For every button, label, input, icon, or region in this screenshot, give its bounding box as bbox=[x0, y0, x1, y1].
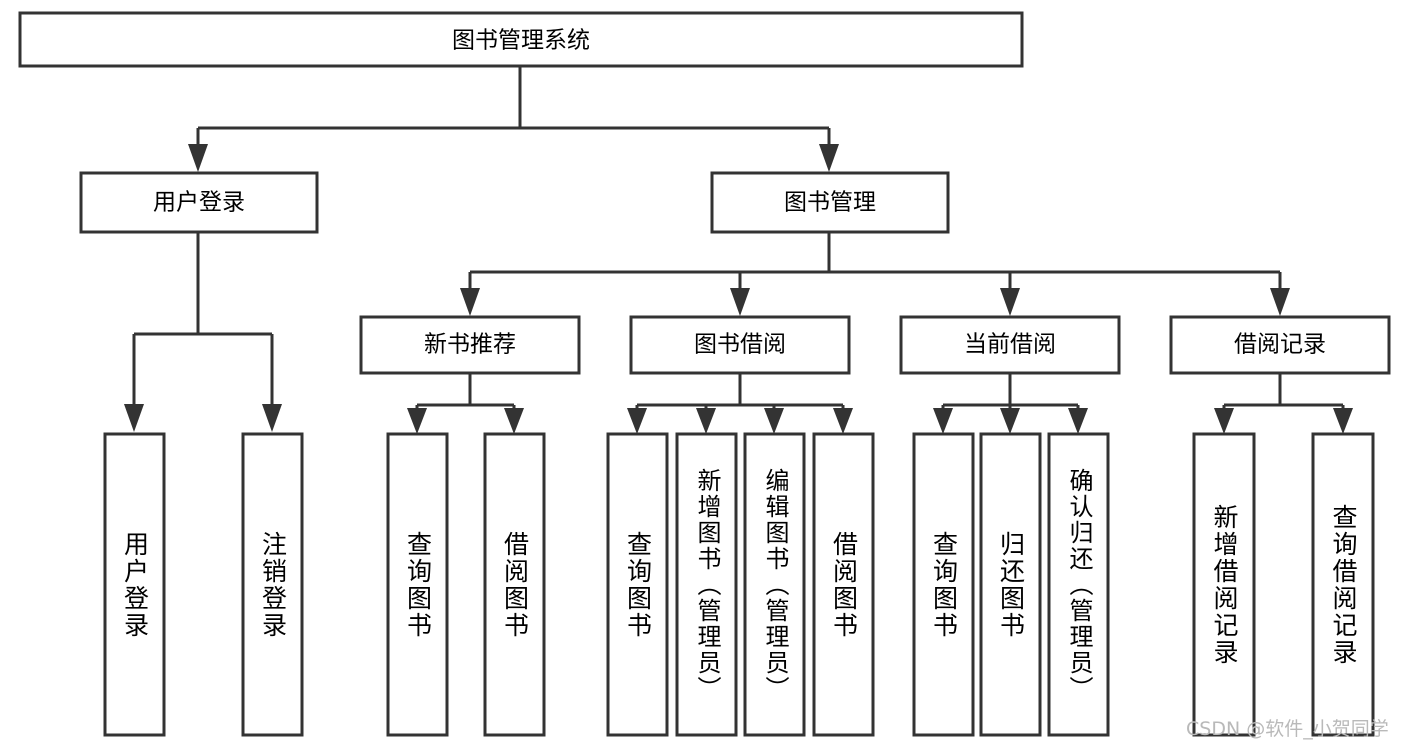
arrow-record-to-leaf2 bbox=[1333, 408, 1353, 434]
arrow-bookmgmt-to-current bbox=[1000, 288, 1020, 316]
arrow-bookmgmt-to-borrow bbox=[730, 288, 750, 316]
arrow-borrow-to-leaf2 bbox=[696, 408, 716, 434]
leaf-query-book-b-box[interactable] bbox=[606, 432, 669, 737]
arrow-current-to-leaf1 bbox=[933, 408, 953, 434]
leaf-edit-book-box[interactable] bbox=[743, 432, 806, 737]
leaf-add-book-box[interactable] bbox=[675, 432, 738, 737]
arrow-current-to-leaf2 bbox=[1000, 408, 1020, 434]
node-book-mgmt-label: 图书管理 bbox=[784, 190, 876, 216]
node-user-login[interactable]: 用户登录 bbox=[79, 171, 319, 234]
node-root[interactable]: 图书管理系统 bbox=[18, 11, 1024, 68]
node-new-book-rec-box[interactable] bbox=[359, 315, 581, 375]
node-new-book-rec[interactable]: 新书推荐 bbox=[359, 315, 581, 375]
node-root-label: 图书管理系统 bbox=[452, 28, 590, 54]
leaf-borrow-book-a-box[interactable] bbox=[483, 432, 546, 737]
arrow-bookmgmt-to-newbook bbox=[460, 288, 480, 316]
leaf-add-record-box[interactable] bbox=[1192, 432, 1256, 737]
leaf-logout-box[interactable] bbox=[241, 432, 304, 737]
node-borrow-record-label: 借阅记录 bbox=[1234, 332, 1326, 358]
arrow-userlogin-to-leaf1 bbox=[124, 404, 144, 432]
leaf-boxes-layer bbox=[103, 432, 1375, 737]
arrow-borrow-to-leaf3 bbox=[764, 408, 784, 434]
node-borrow-record-box[interactable] bbox=[1169, 315, 1391, 375]
node-current-borrow-label: 当前借阅 bbox=[964, 332, 1056, 358]
connector-layer bbox=[124, 66, 1353, 434]
leaf-user-login-box[interactable] bbox=[103, 432, 166, 737]
node-book-borrow-box[interactable] bbox=[629, 315, 851, 375]
node-current-borrow[interactable]: 当前借阅 bbox=[899, 315, 1121, 375]
node-new-book-rec-label: 新书推荐 bbox=[424, 332, 516, 358]
node-book-mgmt-box[interactable] bbox=[710, 171, 950, 234]
arrow-current-to-leaf3 bbox=[1068, 408, 1088, 434]
arrow-newbook-to-leaf2 bbox=[504, 408, 524, 434]
arrow-bookmgmt-to-record bbox=[1270, 288, 1290, 316]
node-current-borrow-box[interactable] bbox=[899, 315, 1121, 375]
arrow-record-to-leaf1 bbox=[1214, 408, 1234, 434]
node-root-box[interactable] bbox=[18, 11, 1024, 68]
node-book-borrow[interactable]: 图书借阅 bbox=[629, 315, 851, 375]
node-borrow-record[interactable]: 借阅记录 bbox=[1169, 315, 1391, 375]
leaf-return-book-box[interactable] bbox=[979, 432, 1042, 737]
node-user-login-box[interactable] bbox=[79, 171, 319, 234]
arrow-borrow-to-leaf1 bbox=[627, 408, 647, 434]
leaf-confirm-return-box[interactable] bbox=[1047, 432, 1110, 737]
arrow-borrow-to-leaf4 bbox=[833, 408, 853, 434]
arrow-userlogin-to-leaf2 bbox=[262, 404, 282, 432]
node-user-login-label: 用户登录 bbox=[153, 190, 245, 216]
leaf-query-book-c-box[interactable] bbox=[912, 432, 975, 737]
node-book-mgmt[interactable]: 图书管理 bbox=[710, 171, 950, 234]
arrow-newbook-to-leaf1 bbox=[407, 408, 427, 434]
arrow-root-to-book-mgmt bbox=[819, 144, 839, 172]
leaf-query-record-box[interactable] bbox=[1311, 432, 1375, 737]
csdn-watermark: CSDN @软件_小贺同学 bbox=[1186, 718, 1389, 740]
arrow-root-to-user-login bbox=[188, 144, 208, 172]
leaf-query-book-a-box[interactable] bbox=[386, 432, 449, 737]
leaf-borrow-book-b-box[interactable] bbox=[812, 432, 875, 737]
node-book-borrow-label: 图书借阅 bbox=[694, 332, 786, 358]
